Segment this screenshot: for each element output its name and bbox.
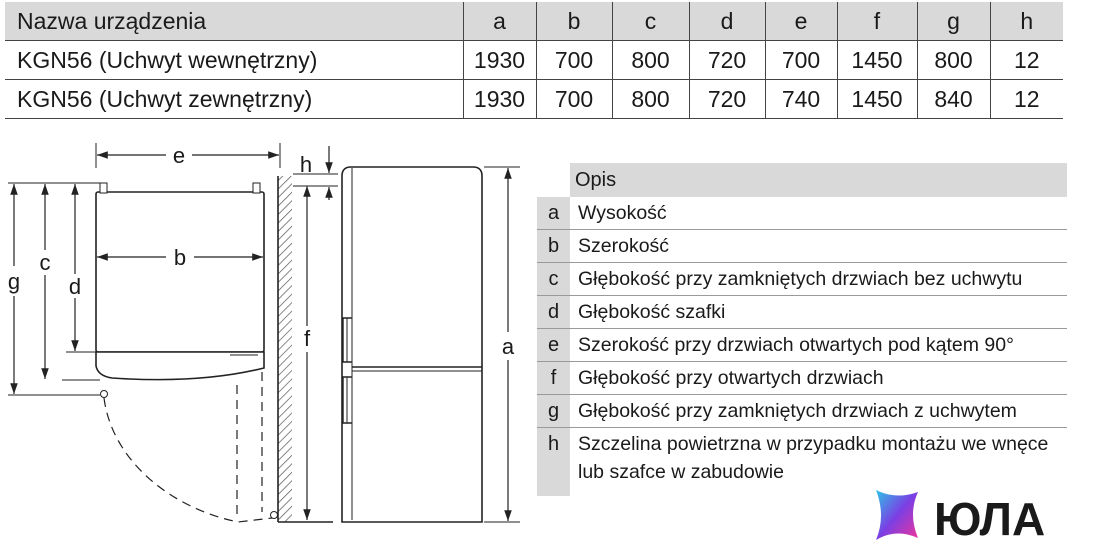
- fridge-dimension-drawing: e g c d b f: [8, 143, 520, 523]
- door-closed: [95, 351, 265, 381]
- table-cell: 700: [535, 40, 613, 80]
- legend-text: Głębokość przy zamkniętych drzwiach bez …: [578, 268, 1023, 290]
- legend-row: c Głębokość przy zamkniętych drzwiach be…: [537, 263, 1067, 296]
- dimensions-table: Nazwa urządzenia a b c d e f g h KGN56 (…: [5, 2, 1063, 119]
- dimension-g-label: g: [8, 269, 20, 294]
- yula-logo-text: ЮЛА: [934, 493, 1045, 544]
- table-cell: 740: [764, 79, 838, 119]
- top-view: e g c d b f: [8, 143, 338, 523]
- table-cell: 840: [916, 79, 991, 119]
- legend-key: f: [537, 362, 570, 394]
- legend-text: Głębokość przy zamkniętych drzwiach z uc…: [578, 400, 1017, 422]
- table-cell: 800: [916, 40, 991, 80]
- legend-text: Wysokość: [578, 202, 667, 224]
- table-cell: 12: [989, 79, 1063, 119]
- legend-row: a Wysokość: [537, 197, 1067, 230]
- table-cell: 700: [764, 40, 838, 80]
- legend-row: g Głębokość przy zamkniętych drzwiach z …: [537, 395, 1067, 428]
- header-b: b: [535, 2, 613, 41]
- header-a: a: [462, 2, 537, 41]
- table-cell: 800: [611, 79, 690, 119]
- table-cell: 1930: [462, 79, 537, 119]
- legend-key: a: [537, 197, 570, 229]
- table-cell: 12: [989, 40, 1063, 80]
- table-cell: 1450: [836, 40, 918, 80]
- header-device-name: Nazwa urządzenia: [5, 2, 464, 41]
- cabinet-top-view: [95, 191, 265, 353]
- wall-hatch: [278, 176, 292, 522]
- side-view: a: [341, 166, 520, 523]
- header-e: e: [764, 2, 838, 41]
- dimension-d-label: d: [69, 274, 81, 299]
- table-cell: KGN56 (Uchwyt zewnętrzny): [5, 79, 464, 119]
- dimension-f-label: f: [304, 326, 311, 351]
- header-f: f: [836, 2, 918, 41]
- legend-table: Opis a Wysokość b Szerokość c Głębokość …: [537, 163, 1067, 496]
- legend-key: e: [537, 329, 570, 361]
- dimension-c-label: c: [40, 250, 51, 275]
- table-cell: 720: [688, 40, 766, 80]
- yula-logo: ЮЛА: [876, 490, 1045, 544]
- dimension-h-label: h: [300, 152, 312, 177]
- legend-text: Głębokość szafki: [578, 301, 726, 323]
- legend-title: Opis: [570, 163, 1067, 197]
- header-c: c: [611, 2, 690, 41]
- table-cell: 1930: [462, 40, 537, 80]
- table-cell: KGN56 (Uchwyt wewnętrzny): [5, 40, 464, 80]
- table-cell: 1450: [836, 79, 918, 119]
- legend-text: Głębokość przy otwartych drzwiach: [578, 367, 884, 389]
- legend-row: h Szczelina powietrzna w przypadku monta…: [537, 428, 1067, 496]
- legend-row: d Głębokość szafki: [537, 296, 1067, 329]
- fridge-side-body: [341, 166, 483, 523]
- legend-row: b Szerokość: [537, 230, 1067, 263]
- header-g: g: [916, 2, 991, 41]
- door-swing-arc: [103, 397, 273, 523]
- table-header-row: Nazwa urządzenia a b c d e f g h: [5, 2, 1063, 41]
- table-cell: 700: [535, 79, 613, 119]
- header-d: d: [688, 2, 766, 41]
- table-row: KGN56 (Uchwyt zewnętrzny) 1930 700 800 7…: [5, 79, 1063, 119]
- legend-key: g: [537, 395, 570, 427]
- table-cell: 720: [688, 79, 766, 119]
- legend-text: Szerokość: [578, 235, 670, 257]
- legend-row: f Głębokość przy otwartych drzwiach: [537, 362, 1067, 395]
- legend-row: e Szerokość przy drzwiach otwartych pod …: [537, 329, 1067, 362]
- legend-key: d: [537, 296, 570, 328]
- dimension-b-label: b: [174, 245, 186, 270]
- legend-key: h: [537, 428, 570, 496]
- dimension-e-label: e: [173, 143, 185, 168]
- legend-text: Szczelina powietrzna w przypadku montażu…: [578, 433, 1049, 483]
- dimension-a-label: a: [502, 334, 515, 359]
- legend-text: Szerokość przy drzwiach otwartych pod ką…: [578, 334, 1014, 356]
- yula-logo-icon: [876, 490, 918, 540]
- legend-key: b: [537, 230, 570, 262]
- table-row: KGN56 (Uchwyt wewnętrzny) 1930 700 800 7…: [5, 40, 1063, 80]
- legend-key: c: [537, 263, 570, 295]
- legend-header: Opis: [537, 163, 1067, 197]
- table-cell: 800: [611, 40, 690, 80]
- header-h: h: [989, 2, 1063, 41]
